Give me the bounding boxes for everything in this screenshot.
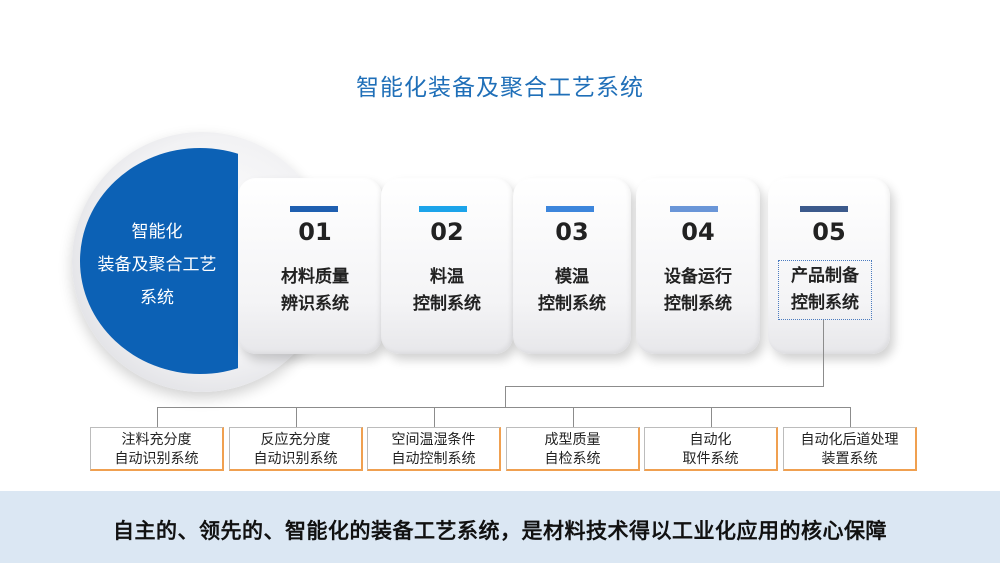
step-number: 04 [681,218,715,246]
connector-line [434,407,435,427]
subsystem-line: 自动化后道处理 [800,432,899,448]
step-bar [290,206,338,212]
footer-statement: 自主的、领先的、智能化的装备工艺系统，是材料技术得以工业化应用的核心保障 [113,519,887,543]
subsystem-line: 自检系统 [544,451,601,467]
step-card-05: 05 产品制备 控制系统 [768,178,890,354]
step-card-04: 04 设备运行 控制系统 [636,178,760,354]
step-label-line: 控制系统 [538,294,606,314]
step-number: 05 [812,218,846,246]
subsystem-box: 反应充分度 自动识别系统 [229,427,363,471]
circle-label: 智能化 装备及聚合工艺 系统 [82,216,232,315]
step-label: 设备运行 控制系统 [636,264,760,318]
step-label: 产品制备 控制系统 [778,260,872,320]
step-label-line: 设备运行 [664,267,732,287]
circle-label-line: 系统 [140,288,174,308]
connector-line [505,386,506,408]
step-label: 模温 控制系统 [513,264,631,318]
connector-line [296,407,297,427]
step-card-01: 01 材料质量 辨识系统 [238,178,382,354]
subsystem-line: 取件系统 [682,451,739,467]
connector-line [157,407,851,408]
subsystem-line: 装置系统 [821,451,878,467]
circle-blue-segment [80,148,320,374]
circle-label-line: 智能化 [131,222,183,242]
subsystem-line: 空间温湿条件 [391,432,476,448]
step-number: 01 [298,218,332,246]
subsystem-box: 成型质量 自检系统 [506,427,640,471]
page-title: 智能化装备及聚合工艺系统 [356,75,644,101]
circle-label-line: 装备及聚合工艺 [97,255,217,275]
step-label-line: 控制系统 [664,294,732,314]
step-label-line: 控制系统 [791,293,859,313]
connector-line [711,407,712,427]
subsystem-box: 自动化 取件系统 [644,427,778,471]
subsystem-box: 自动化后道处理 装置系统 [783,427,917,471]
subsystem-line: 注料充分度 [121,432,192,448]
step-card-03: 03 模温 控制系统 [513,178,631,354]
subsystem-line: 自动识别系统 [253,451,338,467]
connector-line [573,407,574,427]
step-label-line: 控制系统 [413,294,481,314]
connector-line [850,407,851,427]
step-number: 03 [555,218,589,246]
step-card-02: 02 料温 控制系统 [381,178,513,354]
subsystem-box: 注料充分度 自动识别系统 [90,427,224,471]
subsystem-line: 反应充分度 [260,432,331,448]
connector-line [157,407,158,427]
step-bar [800,206,848,212]
step-label-line: 辨识系统 [281,294,349,314]
step-label-line: 料温 [430,267,464,287]
subsystem-box: 空间温湿条件 自动控制系统 [367,427,501,471]
subsystem-line: 自动化 [689,432,732,448]
step-label-line: 模温 [555,267,589,287]
step-label-line: 产品制备 [791,266,859,286]
step-label: 材料质量 辨识系统 [248,264,382,318]
subsystem-line: 自动识别系统 [114,451,199,467]
subsystem-line: 自动控制系统 [391,451,476,467]
subsystem-line: 成型质量 [544,432,601,448]
connector-line [505,386,824,387]
circle-blue-fill [80,148,238,374]
step-bar [670,206,718,212]
step-bar [419,206,467,212]
connector-line [823,320,824,386]
step-label: 料温 控制系统 [381,264,513,318]
step-label-line: 材料质量 [281,267,349,287]
step-number: 02 [430,218,464,246]
step-bar [546,206,594,212]
footer-banner: 自主的、领先的、智能化的装备工艺系统，是材料技术得以工业化应用的核心保障 [0,491,1000,563]
